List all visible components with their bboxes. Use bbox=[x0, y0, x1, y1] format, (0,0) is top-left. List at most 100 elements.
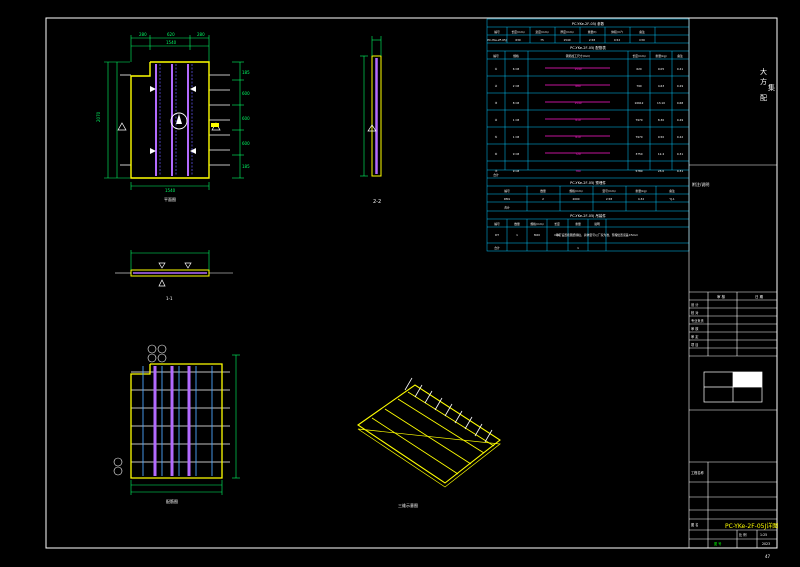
rebar-cell: 0.42 bbox=[677, 135, 683, 139]
rebar-cell: 8 C8 bbox=[513, 101, 520, 105]
rebar-cell: 7970 bbox=[635, 135, 642, 139]
rebar-header-cell: 规格 bbox=[513, 54, 519, 58]
param-cell: PC-YKe-2F-05J bbox=[487, 38, 506, 42]
sheet-border bbox=[45, 17, 778, 549]
rebar-cell: ⑥ bbox=[495, 152, 498, 156]
rebar-table-title: PC-YKe-2F-05J 配筋表 bbox=[570, 45, 606, 50]
plan-dim-top-3: 280 bbox=[197, 32, 205, 37]
review-row-6: 项 目 bbox=[691, 343, 698, 347]
rebar-cell: 610 bbox=[575, 135, 581, 139]
review-header-a: 审 核 bbox=[717, 294, 726, 299]
rebar-header-cell: 长度(mm) bbox=[632, 54, 645, 58]
param-header-cell: 厚度(mm) bbox=[560, 30, 573, 34]
hoist-cell: 1 bbox=[516, 233, 518, 237]
drawing-code: PC-YKe-2F-05J详图 bbox=[725, 522, 778, 530]
rebar-header-cell: 钢筋加工尺寸(mm) bbox=[566, 54, 590, 58]
rebar-cell: 4.63 bbox=[658, 84, 664, 88]
param-header-cell: 长度(mm) bbox=[511, 30, 524, 34]
rebar-cell: 9.50 bbox=[658, 135, 664, 139]
rebar-cell: 7970 bbox=[635, 118, 642, 122]
rebar-cell: 3750 bbox=[635, 152, 642, 156]
company-char-2: 方 bbox=[760, 77, 767, 86]
hoist-header-cell: 编号 bbox=[494, 222, 500, 226]
embed-cell: YJ-1 bbox=[669, 197, 674, 201]
rebar-header-cell: 备注 bbox=[677, 54, 683, 58]
rebar-cell: ④ bbox=[495, 118, 498, 122]
rebar-cell: 1 C8 bbox=[513, 118, 520, 122]
param-cell: 0.52 bbox=[614, 38, 620, 42]
rebar-cell: 1 C8 bbox=[513, 135, 520, 139]
review-header-b: 日 期 bbox=[755, 294, 764, 299]
north-arrow-icon bbox=[170, 112, 188, 130]
param-cell: 630 bbox=[515, 38, 521, 42]
rebar-header-cell: 编号 bbox=[493, 54, 499, 58]
plan-dim-bottom: 1540 bbox=[165, 188, 176, 193]
embed-table-title: PC-YKe-2F-05J 预埋件 bbox=[570, 180, 606, 185]
embed-cell: DM1 bbox=[504, 197, 511, 201]
hoist-cell: 1 bbox=[577, 246, 579, 250]
param-header-cell: 编号 bbox=[494, 30, 500, 34]
plan-dim-right-1: 185 bbox=[242, 70, 250, 75]
hoist-header-cell: 规格(mm) bbox=[530, 222, 543, 226]
plan-dim-total-top: 1540 bbox=[166, 40, 177, 45]
hoist-cell: 合计 bbox=[494, 246, 500, 250]
embed-header-cell: 数量 bbox=[540, 189, 546, 193]
tables-area bbox=[486, 18, 690, 252]
embed-cell: 2 bbox=[542, 197, 544, 201]
project-label: 工程名称 bbox=[691, 470, 705, 475]
review-row-5: 审 定 bbox=[691, 334, 699, 339]
param-header-cell: 体积(m³) bbox=[611, 30, 623, 34]
rebar-total-label: 合计 bbox=[493, 173, 499, 177]
param-cell: C30 bbox=[639, 38, 645, 42]
rebar-cell: 0.68 bbox=[677, 101, 683, 105]
rebar-view: 配筋图 bbox=[113, 344, 240, 504]
drawing-no-label: 图 号 bbox=[714, 541, 721, 546]
scale-label: 比 例 bbox=[739, 532, 746, 537]
embed-header-cell: 备注 bbox=[669, 189, 675, 193]
hoist-header-cell: 说明 bbox=[594, 222, 600, 226]
title-block bbox=[688, 18, 777, 548]
param-cell: 1540 bbox=[563, 38, 570, 42]
rebar-cell: 10612 bbox=[635, 101, 644, 105]
rebar-cell: 13.10 bbox=[657, 101, 665, 105]
section-1-1-view: 1-1 bbox=[115, 250, 233, 301]
review-row-4: 审 核 bbox=[691, 326, 699, 331]
notes-label: 附注/说明 bbox=[692, 181, 709, 187]
rebar-cell: 0.41 bbox=[677, 67, 683, 71]
rebar-cell: 9 C8 bbox=[513, 152, 520, 156]
rebar-header-cell: 重量(kg) bbox=[655, 54, 666, 58]
rebar-cell: 8.30 bbox=[658, 118, 664, 122]
plan-view: 280 620 280 1540 2070 185 600 600 600 18… bbox=[96, 32, 250, 202]
rebar-cell: 12.4 bbox=[658, 152, 664, 156]
hoist-cell: C30 bbox=[554, 233, 560, 237]
embed-header-cell: 重量(kg) bbox=[635, 189, 646, 193]
key-plan bbox=[703, 371, 763, 403]
embed-cell: 2.58 bbox=[606, 197, 612, 201]
hoist-header-cell: 长度 bbox=[554, 222, 560, 226]
title-text: 大 方 集 配 附注/说明 审 核 日 期 设 计 校 对 专业负责 审 核 审… bbox=[691, 67, 778, 559]
rebar-view-label: 配筋图 bbox=[166, 498, 178, 504]
rebar-cell: 0.31 bbox=[677, 152, 683, 156]
plan-dim-right-3: 600 bbox=[242, 116, 250, 121]
axonometric-view: 三维示意图 bbox=[357, 377, 501, 508]
section-2-2-label: 2-2 bbox=[373, 199, 381, 205]
plan-dim-top-2: 620 bbox=[167, 32, 175, 37]
rebar-cell: 1540 bbox=[574, 67, 581, 71]
hoist-cell: DT bbox=[495, 233, 499, 237]
embed-cell: 2000 bbox=[572, 197, 579, 201]
plan-dim-right-2: 600 bbox=[242, 91, 250, 96]
embed-header-cell: 编号 bbox=[504, 189, 510, 193]
plan-dim-right-4: 600 bbox=[242, 141, 250, 146]
rebar-cell: 680 bbox=[575, 84, 581, 88]
rebar-cell: 0.29 bbox=[677, 84, 683, 88]
rebar-cell: ⑤ bbox=[495, 135, 498, 139]
plan-view-label: 平面图 bbox=[164, 196, 176, 202]
embed-header-cell: 型号(mm) bbox=[602, 189, 615, 193]
param-cell: 75 bbox=[540, 38, 544, 42]
section-1-1-label: 1-1 bbox=[166, 296, 173, 301]
rebar-cell: 23.0 bbox=[658, 169, 664, 173]
rebar-cell: 9.05 bbox=[658, 67, 664, 71]
company-char-3: 集 bbox=[768, 83, 775, 92]
